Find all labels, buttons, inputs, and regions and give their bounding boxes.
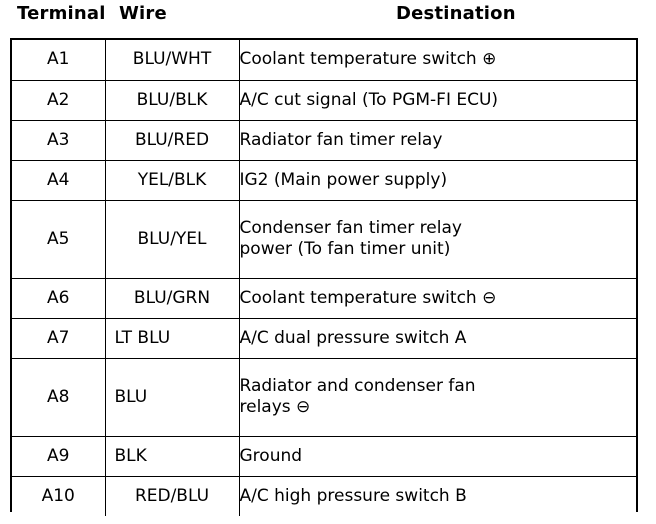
destination-line: A/C dual pressure switch A xyxy=(239,327,467,348)
cell-terminal: A1 xyxy=(12,40,106,81)
destination-line: Condenser fan timer relay xyxy=(239,218,462,238)
cell-destination: Ground xyxy=(238,435,636,477)
cell-destination: A/C dual pressure switch A xyxy=(238,317,636,359)
column-header-terminal: Terminal xyxy=(17,3,106,24)
cell-destination: Coolant temperature switch ⊕ xyxy=(238,40,636,81)
cell-terminal: A8 xyxy=(12,357,106,437)
cell-wire-color: BLU/GRN xyxy=(104,277,240,319)
destination-line: relays ⊖ xyxy=(239,397,311,417)
cell-wire-color: YEL/BLK xyxy=(104,159,240,201)
cell-wire-color: RED/BLU xyxy=(104,475,240,516)
cell-wire-color: LT BLU xyxy=(104,317,240,359)
cell-wire-color: BLU/BLK xyxy=(104,79,240,121)
destination-line: Ground xyxy=(239,445,303,466)
cell-wire-color: BLK xyxy=(104,435,240,477)
cell-destination: A/C cut signal (To PGM-FI ECU) xyxy=(238,79,636,121)
destination-line: A/C high pressure switch B xyxy=(239,485,467,506)
destination-line: A/C cut signal (To PGM-FI ECU) xyxy=(239,89,499,110)
destination-line: Radiator fan timer relay xyxy=(239,129,443,150)
cell-terminal: A7 xyxy=(12,317,106,359)
destination-line: Radiator and condenser fan xyxy=(239,376,476,396)
destination-line: Coolant temperature switch ⊕ xyxy=(239,49,497,70)
cell-destination: Radiator fan timer relay xyxy=(238,119,636,161)
column-header-wire: Wire xyxy=(119,3,167,24)
cell-destination: A/C high pressure switch B xyxy=(238,475,636,516)
cell-destination: Coolant temperature switch ⊖ xyxy=(238,277,636,319)
cell-wire-color: BLU xyxy=(104,357,240,437)
cell-terminal: A5 xyxy=(12,199,106,279)
cell-terminal: A6 xyxy=(12,277,106,319)
column-header-destination: Destination xyxy=(396,3,516,24)
cell-terminal: A3 xyxy=(12,119,106,161)
destination-line: IG2 (Main power supply) xyxy=(239,169,448,190)
column-header-row: Terminal Wire Destination xyxy=(0,0,656,36)
cell-wire-color: BLU/YEL xyxy=(104,199,240,279)
destination-line: power (To fan timer unit) xyxy=(239,239,451,259)
cell-wire-color: BLU/RED xyxy=(104,119,240,161)
cell-terminal: A9 xyxy=(12,435,106,477)
cell-terminal: A10 xyxy=(12,475,106,516)
destination-line: Coolant temperature switch ⊖ xyxy=(239,287,497,308)
cell-terminal: A4 xyxy=(12,159,106,201)
cell-wire-color: BLU/WHT xyxy=(104,40,240,81)
cell-terminal: A2 xyxy=(12,79,106,121)
cell-destination: IG2 (Main power supply) xyxy=(238,159,636,201)
